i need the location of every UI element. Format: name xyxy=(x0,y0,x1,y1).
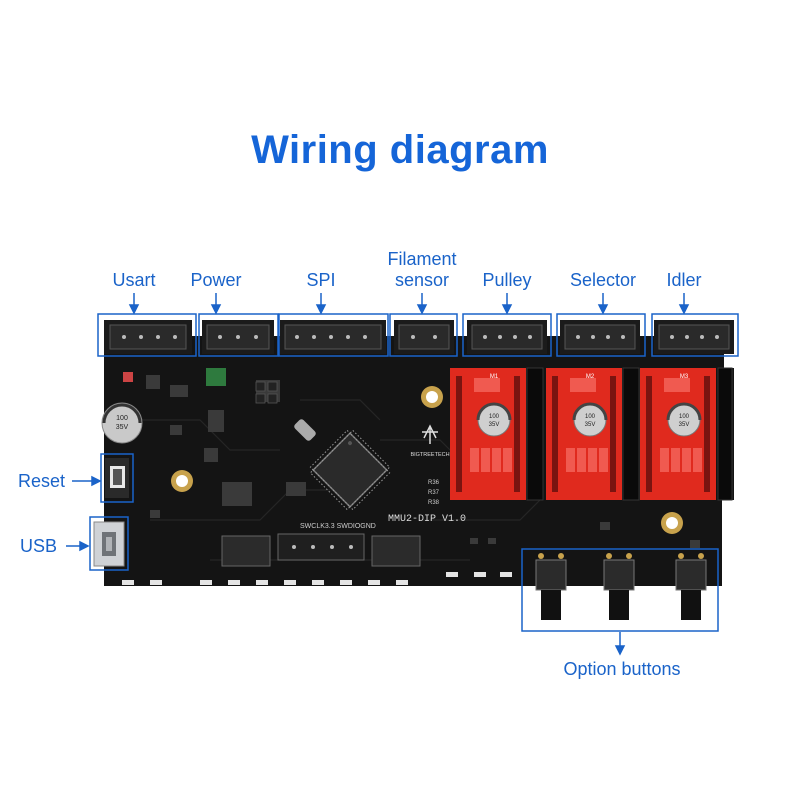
cap-m3-text-2: 35V xyxy=(679,422,690,428)
cap-m2-text-1: 100 xyxy=(585,414,596,420)
usb-port-part xyxy=(93,521,125,567)
driver-ics xyxy=(221,535,421,567)
power-label: Power xyxy=(190,270,242,290)
swd-silkscreen: SWCLK3.3 SWDIOGND xyxy=(300,523,376,530)
option-buttons-callout-box xyxy=(521,548,719,632)
filament-callout-box xyxy=(389,313,458,357)
selector-callout-box xyxy=(556,313,646,357)
driver-socket-idler: 100 35V M3 xyxy=(640,368,716,500)
filament-sensor-connector xyxy=(394,320,454,354)
mounting-holes xyxy=(171,386,683,534)
filament-sensor-label-line2: sensor xyxy=(394,270,450,290)
idler-connector xyxy=(654,320,734,354)
filament-sensor-label-line1: Filament xyxy=(387,249,457,269)
cap-m1-text-1: 100 xyxy=(489,414,500,420)
power-callout-box xyxy=(198,313,279,357)
brand-text: BIGTREETECH xyxy=(410,452,449,458)
socket-headers xyxy=(526,367,733,501)
spi-connector xyxy=(280,320,386,354)
usart-connector xyxy=(104,320,192,354)
reset-button-part xyxy=(105,458,129,498)
cap-m2-text-2: 35V xyxy=(585,422,596,428)
cap-m1-text-2: 35V xyxy=(489,422,500,428)
mcu-chip xyxy=(309,429,391,511)
idler-callout-box xyxy=(651,313,739,357)
pulley-label: Pulley xyxy=(482,270,532,290)
silk-m2: M2 xyxy=(586,374,595,380)
idler-label: Idler xyxy=(666,270,702,290)
brand-logo: BIGTREETECH xyxy=(410,424,450,458)
option-buttons-label: Option buttons xyxy=(563,659,681,679)
option-button-3 xyxy=(675,553,707,620)
reset-label: Reset xyxy=(18,471,66,491)
spi-label: SPI xyxy=(306,270,336,290)
reset-callout-box xyxy=(100,453,134,503)
spi-callout-box xyxy=(278,313,389,357)
crystal xyxy=(294,419,316,441)
callout-boxes xyxy=(89,313,739,632)
silk-m1: M1 xyxy=(490,374,499,380)
cap-m3-text-1: 100 xyxy=(679,414,690,420)
usart-label: Usart xyxy=(112,270,156,290)
capacitor-left: 100 35V xyxy=(101,402,143,444)
silk-m3: M3 xyxy=(680,374,689,380)
driver-socket-pulley: 100 35V M1 xyxy=(450,368,526,500)
cap-left-text-1: 100 xyxy=(116,415,128,422)
model-silkscreen: MMU2-DIP V1.0 xyxy=(388,514,466,525)
silk-r38: R38 xyxy=(428,500,440,506)
pin-header xyxy=(255,381,278,404)
usart-callout-box xyxy=(97,313,197,357)
pulley-connector xyxy=(467,320,547,354)
power-connector xyxy=(202,320,274,354)
bottom-leds xyxy=(122,572,512,585)
swd-connector: SWCLK3.3 SWDIOGND xyxy=(277,523,376,561)
selector-connector xyxy=(560,320,640,354)
driver-socket-selector: 100 35V M2 xyxy=(546,368,622,500)
page-title: Wiring diagram xyxy=(251,128,549,172)
option-button-1 xyxy=(535,553,567,620)
silk-r37: R37 xyxy=(428,490,440,496)
selector-label: Selector xyxy=(569,270,637,290)
option-button-2 xyxy=(603,553,635,620)
cap-left-text-2: 35V xyxy=(116,424,129,431)
usb-label: USB xyxy=(20,536,58,556)
silk-r36: R36 xyxy=(428,480,440,486)
callout-arrows xyxy=(66,293,690,656)
usb-callout-box xyxy=(89,516,129,571)
